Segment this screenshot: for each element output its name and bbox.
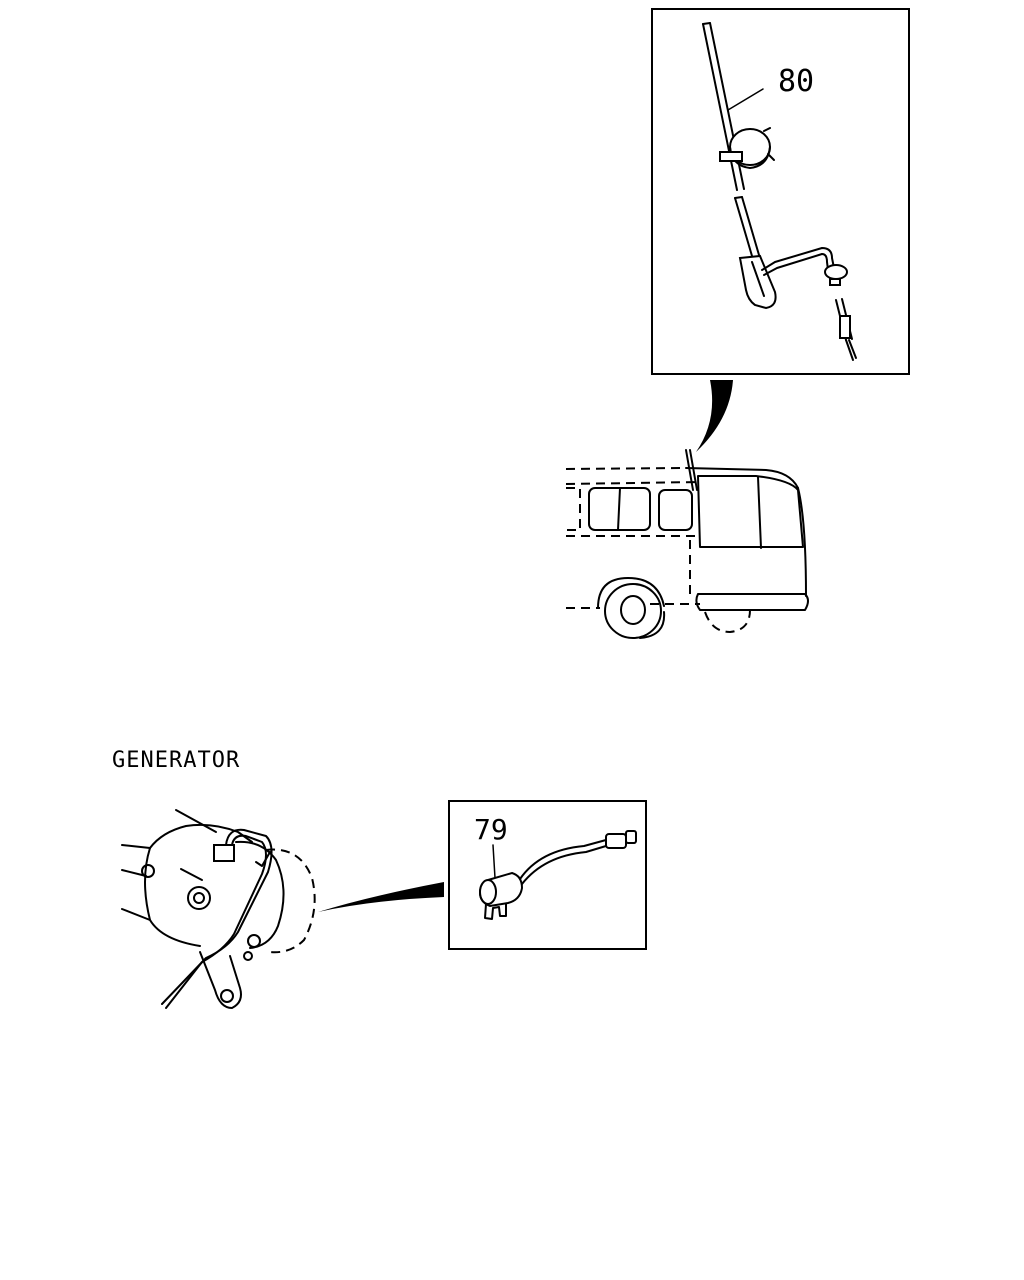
callout-80-number: 80 xyxy=(778,64,815,99)
generator-icon xyxy=(121,809,316,1009)
filter-detail-frame xyxy=(448,800,647,950)
generator-section-title: GENERATOR xyxy=(112,748,241,773)
callout-80-leader xyxy=(727,88,764,111)
noise-filter-icon xyxy=(478,830,637,920)
generator-pointer xyxy=(318,882,444,912)
antenna-pointer xyxy=(696,380,733,452)
antenna-detail-frame xyxy=(651,8,910,375)
bus-outline-icon xyxy=(565,449,809,639)
callout-79-leader xyxy=(492,844,496,879)
callout-79-number: 79 xyxy=(474,813,508,846)
antenna-assembly-icon xyxy=(702,22,857,361)
